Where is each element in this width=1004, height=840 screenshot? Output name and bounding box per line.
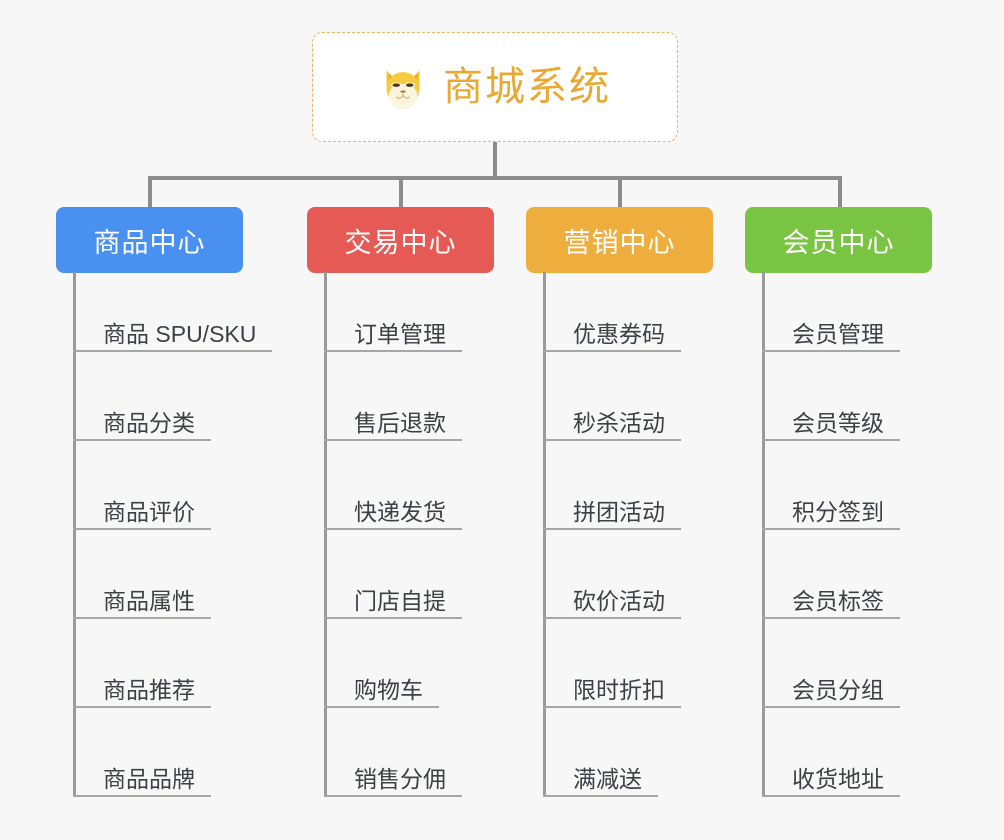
leaf-item-underline [324, 706, 439, 708]
connector-horizontal-bus [148, 176, 842, 180]
connector-root-stem [493, 142, 497, 178]
leaf-item-label: 限时折扣 [573, 677, 665, 703]
leaf-item-underline [324, 350, 462, 352]
leaf-item-label: 商品品牌 [103, 766, 195, 792]
leaf-item-underline [543, 439, 681, 441]
leaf-item-underline [73, 350, 272, 352]
leaf-item-underline [543, 350, 681, 352]
leaf-item-underline [762, 706, 900, 708]
leaf-item-label: 会员等级 [792, 410, 884, 436]
root-title: 商城系统 [443, 65, 611, 109]
leaf-item-underline [543, 795, 658, 797]
leaf-item-label: 商品评价 [103, 499, 195, 525]
branch-header-2[interactable]: 营销中心 [526, 207, 713, 273]
leaf-item-label: 秒杀活动 [573, 410, 665, 436]
leaf-item-underline [762, 617, 900, 619]
leaf-item-label: 会员分组 [792, 677, 884, 703]
leaf-item-underline [762, 795, 900, 797]
leaf-item-underline [762, 528, 900, 530]
leaf-item-label: 砍价活动 [573, 588, 665, 614]
leaf-item-label: 满减送 [573, 766, 642, 792]
branch-spine [324, 272, 327, 797]
leaf-item-label: 门店自提 [354, 588, 446, 614]
branch-spine [73, 272, 76, 797]
leaf-item-underline [324, 439, 462, 441]
leaf-item-label: 商品推荐 [103, 677, 195, 703]
branch-header-label: 交易中心 [344, 227, 457, 258]
shiba-dog-face-icon [386, 70, 420, 110]
branch-column-1: 订单管理售后退款快递发货门店自提购物车销售分佣 [309, 272, 539, 812]
leaf-item-label: 收货地址 [792, 766, 884, 792]
leaf-item-label: 拼团活动 [573, 499, 665, 525]
leaf-item-label: 商品属性 [103, 588, 195, 614]
branch-header-label: 商品中心 [93, 227, 206, 258]
leaf-item-underline [762, 350, 900, 352]
branch-column-0: 商品 SPU/SKU 商品分类商品评价商品属性商品推荐商品品牌 [58, 272, 288, 812]
leaf-item-label: 购物车 [354, 677, 423, 703]
root-node[interactable]: 商城系统 [312, 32, 678, 142]
branch-header-1[interactable]: 交易中心 [307, 207, 494, 273]
leaf-item-underline [543, 706, 681, 708]
leaf-item-label: 会员管理 [792, 321, 884, 347]
leaf-item-underline [324, 617, 462, 619]
leaf-item-underline [73, 706, 211, 708]
leaf-item-underline [324, 795, 462, 797]
leaf-item-label: 商品分类 [103, 410, 195, 436]
leaf-item-label: 售后退款 [354, 410, 446, 436]
connector-drop-2 [399, 176, 403, 208]
leaf-item-underline [73, 528, 211, 530]
connector-drop-3 [618, 176, 622, 208]
leaf-item-label: 订单管理 [354, 321, 446, 347]
connector-drop-4 [838, 176, 842, 208]
branch-header-3[interactable]: 会员中心 [745, 207, 932, 273]
leaf-item-underline [543, 617, 681, 619]
branch-column-3: 会员管理会员等级积分签到会员标签会员分组收货地址 [747, 272, 977, 812]
leaf-item-underline [543, 528, 681, 530]
leaf-item-label: 商品 SPU/SKU [103, 321, 257, 347]
leaf-item-label: 会员标签 [792, 588, 884, 614]
branch-header-label: 会员中心 [782, 227, 895, 258]
branch-header-label: 营销中心 [563, 227, 676, 258]
branch-header-0[interactable]: 商品中心 [56, 207, 243, 273]
branch-column-2: 优惠券码秒杀活动拼团活动砍价活动限时折扣满减送 [528, 272, 758, 812]
branch-spine [543, 272, 546, 797]
connector-drop-1 [148, 176, 152, 208]
leaf-item-label: 积分签到 [792, 499, 884, 525]
leaf-item-label: 快递发货 [354, 499, 446, 525]
leaf-item-underline [73, 617, 211, 619]
leaf-item-underline [73, 795, 211, 797]
leaf-item-underline [324, 528, 462, 530]
leaf-item-label: 销售分佣 [354, 766, 446, 792]
branch-spine [762, 272, 765, 797]
leaf-item-underline [73, 439, 211, 441]
leaf-item-label: 优惠券码 [573, 321, 665, 347]
leaf-item-underline [762, 439, 900, 441]
